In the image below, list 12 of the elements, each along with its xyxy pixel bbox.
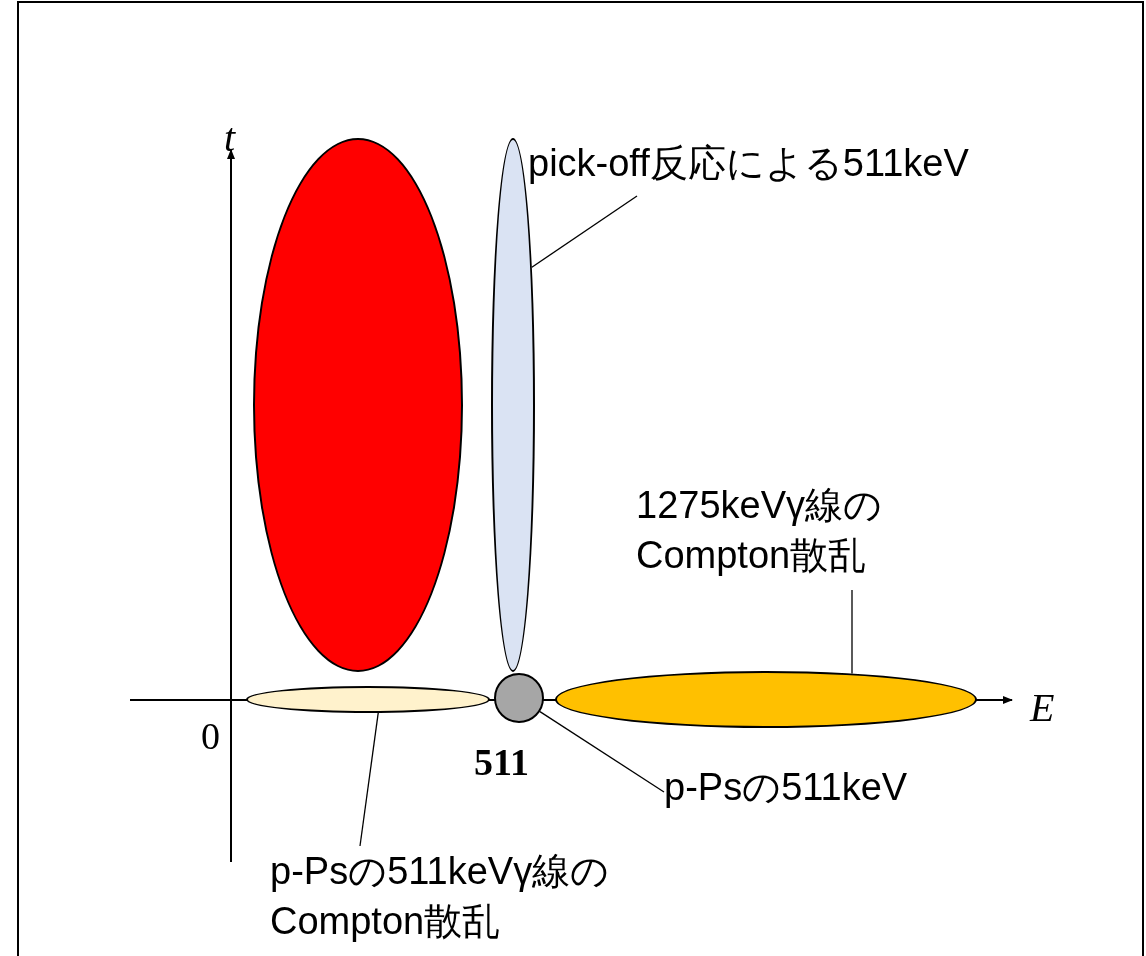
axis-label: 0 (201, 714, 220, 759)
axis-label: E (1030, 684, 1055, 732)
leader-line (531, 195, 638, 268)
leader-line (539, 710, 665, 793)
leader-line (359, 712, 379, 847)
leader-line (851, 589, 853, 675)
callout-text: p-Psの511keVγ線のCompton散乱 (270, 849, 611, 944)
callout-text: p-Psの511keV (664, 765, 909, 810)
axis-label: 511 (474, 740, 529, 785)
callout-text: pick-off反応による511keV (528, 141, 970, 186)
callout-text: 1275keVγ線のCompton散乱 (636, 483, 883, 578)
axis-label: t (224, 114, 236, 162)
